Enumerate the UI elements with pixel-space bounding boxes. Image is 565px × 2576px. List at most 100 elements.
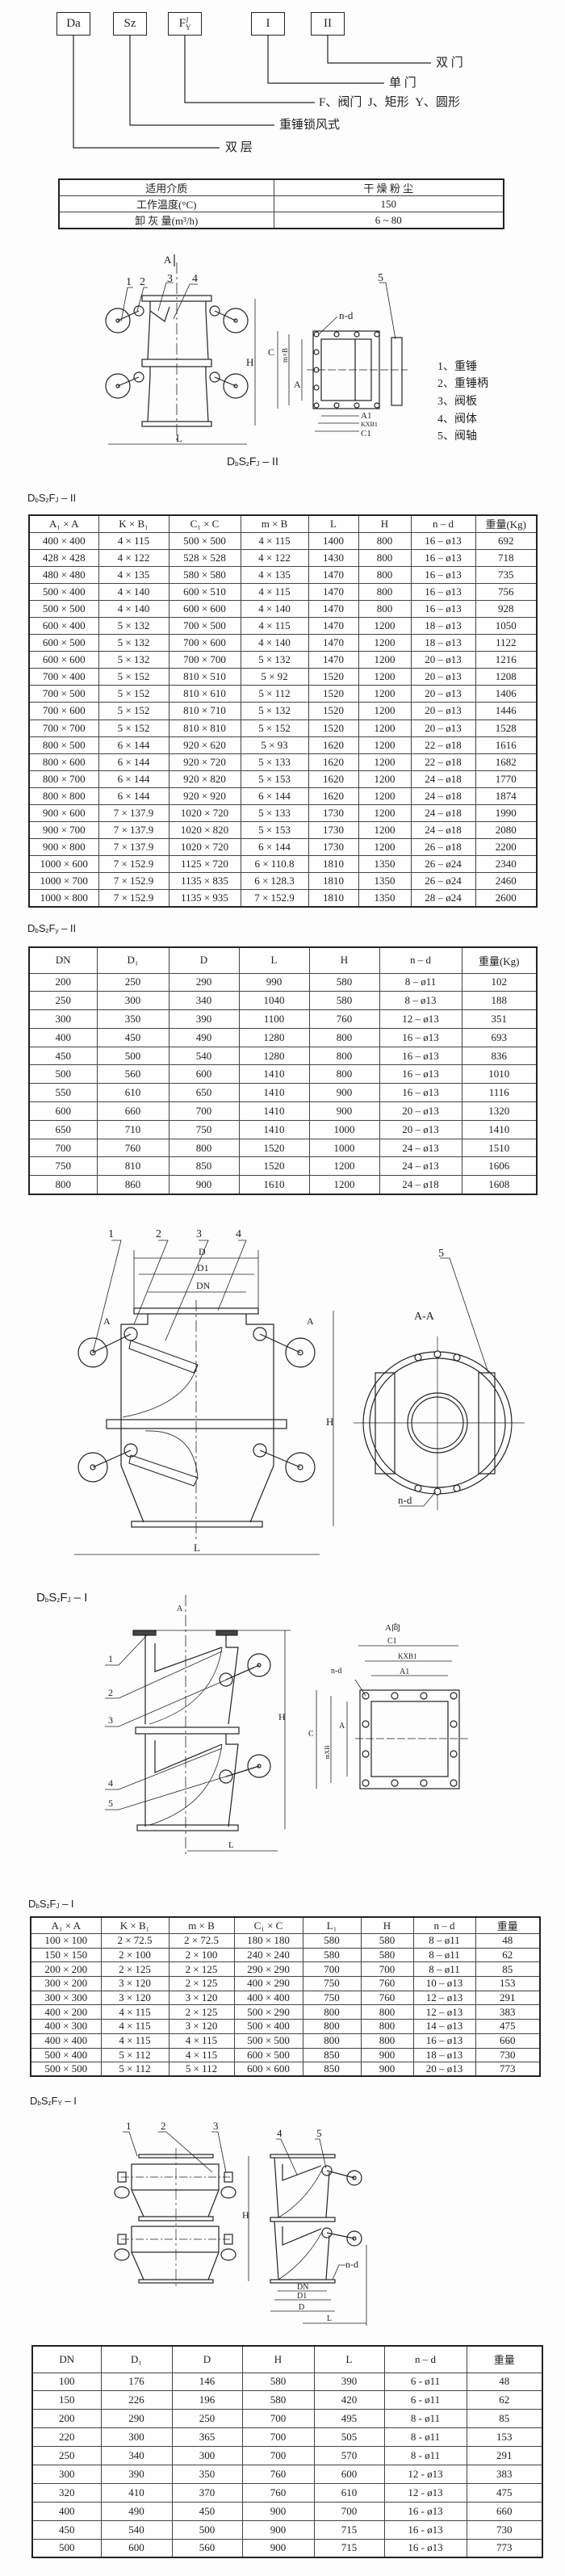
model-suffix: – I	[70, 1591, 88, 1605]
table-cell: 7 × 152.9	[98, 889, 170, 908]
table-cell: 580	[241, 2390, 315, 2410]
dim-a-label: A	[177, 1605, 183, 1613]
table-cell: 200 × 200	[30, 1961, 102, 1978]
table-cell: 383	[466, 2464, 543, 2484]
table-cell: 16 – ø13	[412, 2033, 476, 2049]
table-cell: 718	[475, 548, 538, 567]
table-cell: 5 × 132	[240, 702, 309, 720]
table-cell: 12 – ø13	[379, 1009, 462, 1029]
table-cell: 773	[466, 2538, 543, 2558]
naming-leader-lines	[73, 36, 431, 149]
column-header: DN	[28, 946, 98, 974]
table-cell: 1606	[461, 1156, 538, 1177]
column-header: L	[238, 946, 310, 974]
table-cell: 176	[100, 2372, 173, 2392]
table-cell: 26 – ø24	[410, 872, 476, 891]
dim-l-label: L	[228, 1840, 234, 1850]
table-cell: 240 × 240	[233, 1947, 303, 1963]
table-cell: 300	[31, 2464, 102, 2484]
dim-a2-label: A	[294, 379, 301, 390]
table-cell: 500 × 400	[233, 2019, 303, 2034]
model-subscript: J	[55, 497, 59, 504]
table-cell: 3 × 120	[168, 1990, 235, 2006]
dim-h-label: H	[246, 356, 253, 368]
table-cell: 700	[168, 1101, 240, 1121]
table-cell: 16 – ø13	[379, 1083, 462, 1103]
table-cell: 1350	[358, 889, 412, 908]
bolt-holes-label: n-d	[398, 1494, 412, 1506]
table-cell: 1200	[358, 634, 412, 652]
table-cell: 100 × 100	[30, 1933, 102, 1949]
column-header: 重量(Kg)	[475, 514, 538, 533]
code-box-double: II	[311, 12, 345, 36]
table-cell: 6 × 144	[98, 770, 170, 788]
table-cell: 2 × 100	[100, 1947, 170, 1963]
code-f: F	[178, 17, 186, 30]
table-cell: 650	[168, 1083, 240, 1103]
table-cell: 5 × 112	[168, 2062, 235, 2077]
table-cell: 1020 × 720	[168, 838, 241, 857]
table-cell: 5 × 132	[240, 651, 309, 669]
table-cell: 600	[168, 1064, 240, 1085]
table-cell: 1200	[358, 651, 412, 669]
code-box-single: I	[251, 12, 285, 36]
table-cell: 188	[461, 991, 538, 1011]
table-cell: 383	[475, 2004, 541, 2020]
table-cell: 4 × 115	[100, 2004, 170, 2020]
table-cell: 8 - ø11	[383, 2427, 467, 2448]
table-cell: 1020 × 720	[168, 803, 241, 823]
dim-mxb-label: m×B	[281, 348, 289, 363]
table-cell: 1430	[308, 548, 359, 567]
table-cell: 1000	[308, 1138, 380, 1158]
table-cell: 400	[31, 2501, 102, 2521]
bolt-holes-label: n-d	[331, 1667, 341, 1676]
table-cell: 400 × 400	[233, 1990, 303, 2006]
table-cell: 350	[96, 1009, 170, 1029]
table-cell: 16 - ø13	[383, 2538, 467, 2558]
bolt-holes-label: n-d	[345, 2259, 358, 2270]
callout-1: 1	[108, 1653, 113, 1664]
table-cell: 756	[475, 582, 538, 601]
callout-3: 3	[167, 273, 173, 285]
table-cell: 600	[28, 1101, 98, 1121]
table-cell: 1200	[358, 616, 412, 636]
column-header: 重量	[475, 1916, 541, 1934]
caption-sj2: DbSzFJ – II	[227, 455, 278, 468]
callout-5: 5	[438, 1248, 444, 1260]
model-subscript: b	[44, 1596, 49, 1604]
column-header: H	[241, 2345, 315, 2373]
model-subscript: z	[45, 927, 49, 934]
table-cell: 2080	[475, 821, 538, 840]
code-f-sub: Y	[185, 23, 191, 31]
table-cell: 1280	[238, 1046, 310, 1066]
table-cell: 1470	[308, 565, 359, 584]
column-header: 重量	[466, 2345, 543, 2373]
table-cell: 850	[168, 1156, 240, 1177]
table-cell: 900	[308, 1083, 380, 1103]
table-cell: 4 × 135	[98, 565, 170, 584]
model-letter: D	[27, 492, 36, 504]
model-letter: D	[30, 2095, 38, 2107]
column-header: C₁ × C	[233, 1916, 303, 1934]
table-cell: 8 – ø11	[379, 972, 462, 992]
table-cell: 370	[171, 2482, 243, 2503]
drawing-sj1: A 1 2 3 4 5 H L A向	[105, 1595, 468, 1857]
table-cell: 920 × 820	[168, 770, 241, 788]
table-cell: 540	[100, 2519, 173, 2540]
table-cell: 300	[171, 2446, 243, 2465]
table-cell: 600 × 400	[28, 616, 99, 636]
